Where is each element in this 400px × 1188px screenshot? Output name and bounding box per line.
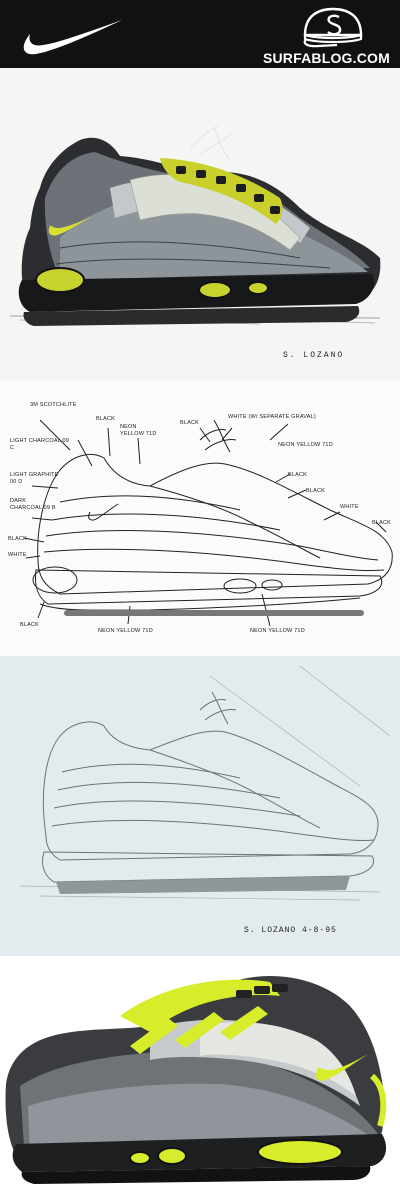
site-name: SURFABLOG.COM xyxy=(262,50,390,66)
note-black-top: BLACK xyxy=(180,420,200,426)
note-neon-yellow-right: NEON YELLOW 71D xyxy=(278,442,333,448)
color-sketch-panel: S. LOZANO xyxy=(0,68,400,380)
pencil-shoe-drawing xyxy=(19,665,391,901)
note-dark-charcoal: DARK CHARCOAL 09 B xyxy=(10,498,56,511)
note-black-right-2: BLACK xyxy=(306,488,326,494)
note-neon-yellow-top: NEON YELLOW 71D xyxy=(120,424,157,437)
snapback-cap-icon xyxy=(303,7,363,48)
line-shoe-drawing xyxy=(23,419,393,627)
note-black-upper: BLACK xyxy=(96,416,116,422)
spec-sketch-panel: 3M SCOTCHLITE BLACK LIGHT CHARCOAL 09 C … xyxy=(0,380,400,656)
note-black-toe: BLACK xyxy=(372,520,392,526)
nike-swoosh-icon xyxy=(23,20,122,55)
note-neon-yellow-bottom-left: NEON YELLOW 71D xyxy=(98,628,153,634)
note-black-bottom: BLACK xyxy=(20,622,40,628)
note-light-graphite: LIGHT GRAPHITE 00 D xyxy=(10,472,59,485)
note-white-top: WHITE (W/ SEPARATE GRAVAL) xyxy=(228,414,316,420)
color-shoe-sketch xyxy=(9,125,381,326)
product-photo-panel xyxy=(0,956,400,1188)
note-white-right: WHITE xyxy=(340,504,359,510)
note-black-right: BLACK xyxy=(288,472,308,478)
note-neon-yellow-bottom-right: NEON YELLOW 71D xyxy=(250,628,305,634)
note-black-left: BLACK xyxy=(8,536,28,542)
signature-date-text: S. LOZANO 4-8-95 xyxy=(244,926,337,935)
signature-text: S. LOZANO xyxy=(283,351,345,360)
pencil-sketch-panel: S. LOZANO 4-8-95 xyxy=(0,656,400,956)
note-light-charcoal: LIGHT CHARCOAL 09 C xyxy=(10,438,70,451)
note-white-left: WHITE xyxy=(8,552,27,558)
header-bar: SURFABLOG.COM xyxy=(0,0,400,68)
product-shoe-photo xyxy=(5,976,387,1184)
note-scotchlite: 3M SCOTCHLITE xyxy=(30,402,77,408)
